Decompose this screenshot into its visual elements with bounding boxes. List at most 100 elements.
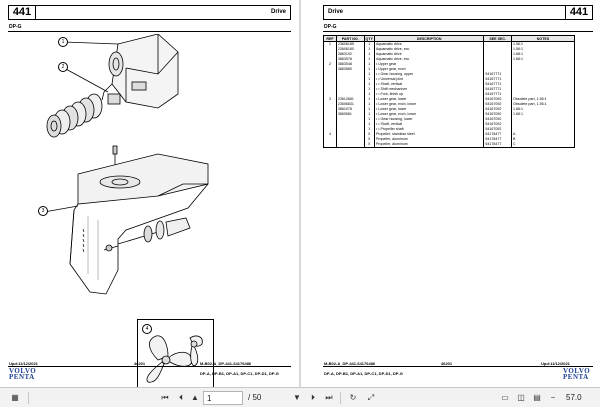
cell-qty: 1	[363, 92, 375, 97]
two-page-view-icon[interactable]: ◫	[517, 393, 525, 402]
left-subheader-line	[8, 31, 291, 32]
first-page-icon[interactable]: ⏮	[161, 393, 169, 402]
right-footer-code: 46201	[441, 361, 453, 366]
right-subheader-line	[323, 31, 593, 32]
last-page-icon[interactable]: ⏭	[325, 393, 333, 402]
cell-notes	[511, 122, 575, 127]
cell-description: Aquamatic drive	[373, 41, 485, 47]
cell-description: • • Fork, finish up	[373, 92, 485, 97]
cell-qty: 1	[363, 122, 375, 127]
cell-notes: 1.68:1	[511, 107, 575, 112]
right-footer-models: DP-A, DP-B1, DP-A1, DP-C1, DP-D1, DP-G	[324, 371, 403, 376]
cell-ref	[323, 137, 337, 142]
zoom-level[interactable]: 57.0	[566, 393, 582, 402]
cell-ref	[323, 52, 337, 57]
cell-description: • • Shaft, vertical	[373, 82, 485, 87]
zoom-out-icon[interactable]: −	[550, 393, 556, 402]
cell-qty: X	[363, 132, 375, 137]
header-divider	[35, 6, 36, 19]
cell-notes	[511, 92, 575, 97]
cell-qty: 1	[363, 57, 375, 62]
cell-ref	[323, 82, 337, 87]
cell-qty: 1	[363, 102, 375, 107]
cell-description: Propeller, aluminum	[373, 142, 485, 148]
cell-description: Aquamatic drive, exc	[373, 47, 485, 52]
fit-page-icon[interactable]: ⤢	[367, 393, 375, 402]
volvo-penta-logo-right: VOLVO PENTA	[563, 367, 591, 381]
scroll-view-icon[interactable]: ▤	[533, 393, 541, 402]
parts-table-header: REF PART NO. QTY DESCRIPTION SEE SEC. NO…	[323, 35, 575, 42]
drive-drawing	[43, 33, 209, 295]
page-number-input[interactable]	[203, 391, 243, 405]
left-footer-line	[8, 366, 291, 367]
cell-ref: 2	[323, 62, 337, 67]
volvo-penta-logo-left: VOLVO PENTA	[9, 368, 36, 381]
cell-description: • • Gear housing, lower	[373, 117, 485, 122]
rotate-icon[interactable]: ↻	[349, 393, 357, 402]
cell-qty: 1	[363, 117, 375, 122]
cell-notes: 1.68:1	[511, 52, 575, 57]
page-spine	[299, 0, 301, 387]
cell-notes: 1.68:1	[511, 57, 575, 62]
left-footer-docref: M-B02-A_DP-441-64176486	[200, 361, 252, 366]
cell-qty: 1	[363, 41, 375, 47]
cell-qty: 1	[363, 67, 375, 72]
cell-notes: Obsolete part, 1.56:1	[511, 102, 575, 107]
cell-notes	[511, 82, 575, 87]
down-page-icon[interactable]: ▼	[293, 393, 301, 402]
cell-description: Propeller, stainless steel	[373, 132, 485, 137]
cell-notes: 1.68:1	[511, 112, 575, 117]
right-page-number: 441	[569, 6, 589, 18]
up-page-icon[interactable]: ▲	[191, 393, 199, 402]
cell-description: • • Gear housing, upper	[373, 72, 485, 77]
cell-notes: 1.56:1	[511, 47, 575, 52]
cell-description: • Upper gear	[373, 62, 485, 67]
cell-description: Aquamatic drive	[373, 52, 485, 57]
viewer-toolbar: ▦ ⏮ ⏴ ▲ / 50 ▼ ⏵ ⏭ ↻ ⤢ ▭ ◫ ▤ − 57.0	[0, 387, 600, 407]
cell-qty: 1	[363, 87, 375, 92]
propeller-drawing	[146, 335, 203, 383]
cell-part-no	[335, 142, 365, 148]
cell-ref	[323, 72, 337, 77]
cell-ref	[323, 92, 337, 97]
cell-qty: 1	[363, 77, 375, 82]
right-footer-docref: M-B02-A_DP-441-64176486	[324, 361, 376, 366]
cell-description: Propeller, aluminum	[373, 137, 485, 142]
left-page-header: 441 Drive	[8, 5, 291, 20]
left-footer-code: 46201	[134, 361, 146, 366]
cell-description: • Lower gear, lower	[373, 107, 485, 112]
single-page-view-icon[interactable]: ▭	[501, 393, 509, 402]
cell-ref	[323, 77, 337, 82]
cell-description: Aquamatic drive, exc	[373, 57, 485, 62]
cell-qty: 1	[363, 47, 375, 52]
left-page-title: Drive	[270, 9, 286, 15]
cell-notes	[511, 87, 575, 92]
parts-table: REF PART NO. QTY DESCRIPTION SEE SEC. NO…	[323, 35, 575, 148]
logo-line-2: PENTA	[563, 373, 589, 381]
next-page-icon[interactable]: ⏵	[311, 393, 315, 402]
grid-view-icon[interactable]: ▦	[11, 393, 19, 402]
cell-ref	[323, 127, 337, 132]
cell-ref	[323, 67, 337, 72]
callout-1: 1	[58, 37, 68, 47]
previous-page-icon[interactable]: ⏴	[179, 393, 183, 402]
cell-description: • • Shift mechanism	[373, 87, 485, 92]
cell-description: • • Universal joint	[373, 77, 485, 82]
toolbar-divider	[28, 392, 29, 404]
cell-description: • Lower gear, exch, lower	[373, 112, 485, 117]
logo-line-1: VOLVO	[563, 367, 591, 375]
cell-description: • • Propeller shaft	[373, 127, 485, 132]
left-page: 441 Drive DP-G	[0, 0, 299, 387]
cell-qty: X	[363, 142, 375, 148]
cell-qty: 1	[363, 72, 375, 77]
